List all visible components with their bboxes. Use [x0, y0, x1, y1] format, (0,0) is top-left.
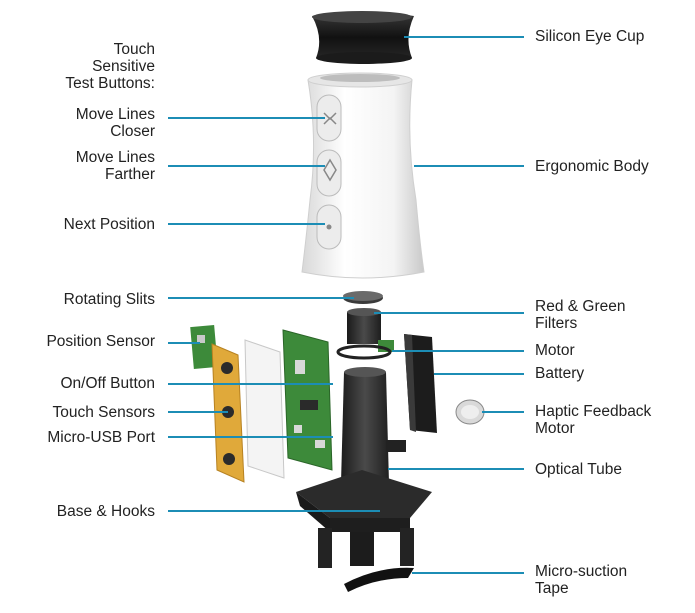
main-pcb — [282, 329, 333, 471]
label-silicon-eye-cup: Silicon Eye Cup — [535, 28, 645, 45]
label-battery: Battery — [535, 365, 585, 382]
label-on-off-button: On/Off Button — [60, 375, 156, 392]
filters-motor-assembly — [336, 308, 394, 360]
label-touch-sensitive-test-buttons: Touch Sensitive Test Buttons: — [65, 41, 155, 92]
label-move-lines-farther: Move Lines Farther — [75, 149, 155, 183]
label-micro-suction-tape: Micro-suction Tape — [535, 563, 628, 597]
battery-part — [404, 334, 437, 433]
position-sensor-pcb — [190, 325, 218, 369]
micro-suction-tape-part — [344, 567, 414, 592]
haptic-motor-part — [455, 399, 485, 425]
label-next-position: Next Position — [63, 216, 155, 233]
label-rotating-slits: Rotating Slits — [63, 291, 155, 308]
label-red-green-filters: Red & Green Filters — [535, 298, 626, 332]
label-haptic-feedback-motor: Haptic Feedback Motor — [535, 403, 652, 437]
ergonomic-body-part — [301, 72, 425, 279]
white-diffuser-part — [244, 339, 285, 479]
label-position-sensor: Position Sensor — [46, 333, 155, 350]
label-move-lines-closer: Move Lines Closer — [75, 106, 155, 140]
label-touch-sensors: Touch Sensors — [52, 404, 155, 421]
label-ergonomic-body: Ergonomic Body — [535, 158, 649, 175]
right-leader-lines — [374, 36, 524, 574]
eye-cup-part — [312, 11, 414, 64]
label-motor: Motor — [535, 342, 575, 359]
label-base-hooks: Base & Hooks — [56, 503, 155, 520]
base-hooks-part — [296, 470, 432, 568]
left-leader-lines — [168, 117, 380, 512]
label-optical-tube: Optical Tube — [535, 461, 623, 478]
label-micro-usb-port: Micro-USB Port — [47, 429, 155, 446]
